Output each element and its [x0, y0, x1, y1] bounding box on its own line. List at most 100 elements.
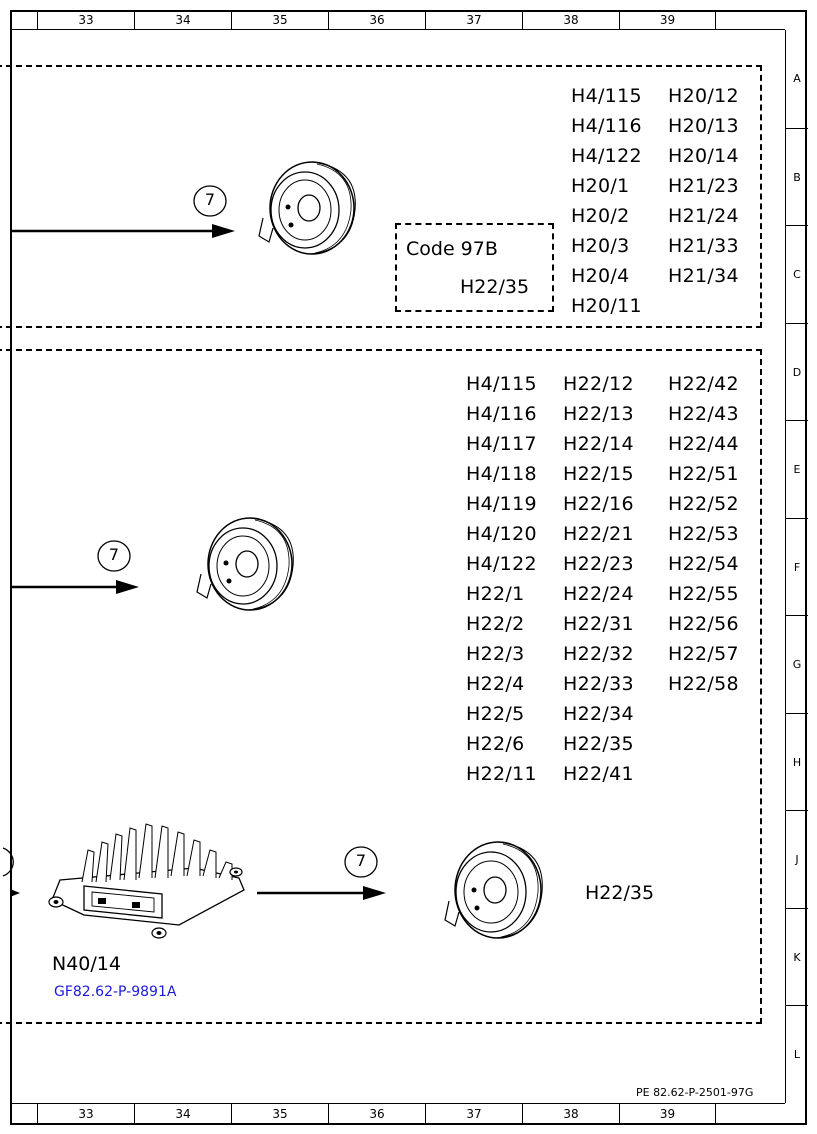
- code-item: H4/117: [466, 433, 537, 455]
- code-item: H22/6: [466, 733, 525, 755]
- code-item: H22/56: [668, 613, 739, 635]
- code-item: H4/120: [466, 523, 537, 545]
- top-section-box: [0, 65, 762, 328]
- bottom-codes-col2: H22/12 H22/13 H22/14 H22/15 H22/16 H22/2…: [563, 369, 634, 789]
- code-option-code: H22/35: [460, 276, 530, 298]
- row-letter: C: [786, 225, 808, 323]
- module-label: N40/14: [52, 953, 121, 975]
- code-item: H4/122: [571, 145, 642, 167]
- code-item: H22/44: [668, 433, 739, 455]
- column-ruler-bottom: 33 34 35 36 37 38 39: [10, 1103, 785, 1125]
- code-item: H22/57: [668, 643, 739, 665]
- code-item: H22/58: [668, 673, 739, 695]
- row-ruler-right: A B C D E F G H J K L: [785, 30, 808, 1103]
- code-item: H22/4: [466, 673, 525, 695]
- code-item: H4/116: [466, 403, 537, 425]
- code-item: H20/12: [668, 85, 739, 107]
- code-item: H22/24: [563, 583, 634, 605]
- callout-number: 7: [355, 851, 367, 870]
- code-item: H22/32: [563, 643, 634, 665]
- column-number: 34: [134, 10, 231, 29]
- code-item: H22/3: [466, 643, 525, 665]
- column-number: 39: [619, 10, 716, 29]
- code-item: H22/33: [563, 673, 634, 695]
- column-number: 37: [425, 10, 522, 29]
- drawing-frame: [10, 10, 807, 1125]
- code-item: H4/116: [571, 115, 642, 137]
- code-item: H22/52: [668, 493, 739, 515]
- code-item: H4/122: [466, 553, 537, 575]
- row-letter: A: [793, 72, 801, 85]
- code-item: H20/13: [668, 115, 739, 137]
- row-letter: J: [786, 810, 808, 908]
- code-option-box: [395, 223, 554, 312]
- row-letter: F: [786, 517, 808, 616]
- code-item: H22/1: [466, 583, 525, 605]
- speaker-icon: [258, 161, 356, 255]
- row-letter: G: [786, 615, 808, 713]
- code-item: H22/16: [563, 493, 634, 515]
- column-number: 37: [425, 1104, 522, 1125]
- callout-7-circle: [193, 185, 227, 217]
- code-item: H22/21: [563, 523, 634, 545]
- code-item: H20/3: [571, 235, 630, 257]
- code-option-title: Code 97B: [406, 238, 498, 260]
- amplifier-module-icon: [48, 823, 245, 939]
- drawing-reference: PE 82.62-P-2501-97G: [636, 1086, 754, 1099]
- code-item: H20/11: [571, 295, 642, 317]
- code-item: H20/14: [668, 145, 739, 167]
- row-letter: B: [786, 127, 808, 226]
- code-item: H21/34: [668, 265, 739, 287]
- module-reference-link[interactable]: GF82.62-P-9891A: [54, 984, 177, 1000]
- column-ruler-top: 33 34 35 36 37 38 39: [10, 10, 785, 30]
- code-item: H22/12: [563, 373, 634, 395]
- callout-number: 7: [108, 545, 120, 564]
- code-item: H21/33: [668, 235, 739, 257]
- code-item: H22/35: [563, 733, 634, 755]
- code-item: H22/34: [563, 703, 634, 725]
- code-item: H22/5: [466, 703, 525, 725]
- code-item: H22/41: [563, 763, 634, 785]
- bottom-section-box: [0, 349, 762, 1024]
- arrow-icon: [10, 889, 20, 897]
- row-letter: D: [786, 322, 808, 421]
- bottom-codes-col3: H22/42 H22/43 H22/44 H22/51 H22/52 H22/5…: [668, 369, 739, 699]
- code-item: H22/2: [466, 613, 525, 635]
- code-item: H4/118: [466, 463, 537, 485]
- arrow-icon: [363, 886, 386, 900]
- code-item: H20/2: [571, 205, 630, 227]
- column-number: 39: [619, 1104, 716, 1125]
- code-item: H22/55: [668, 583, 739, 605]
- row-letter: E: [786, 420, 808, 518]
- column-number: 38: [522, 10, 619, 29]
- row-letter: L: [786, 1005, 808, 1103]
- code-item: H4/115: [466, 373, 537, 395]
- callout-number: 7: [204, 190, 216, 209]
- code-item: H22/15: [563, 463, 634, 485]
- code-item: H20/1: [571, 175, 630, 197]
- code-item: H22/31: [563, 613, 634, 635]
- arrow-icon: [212, 224, 235, 238]
- column-number: 34: [134, 1104, 231, 1125]
- top-codes-col1: H4/115 H4/116 H4/122 H20/1 H20/2 H20/3 H…: [571, 81, 642, 321]
- top-codes-col2: H20/12 H20/13 H20/14 H21/23 H21/24 H21/3…: [668, 81, 739, 291]
- column-number: 38: [522, 1104, 619, 1125]
- row-letter: K: [786, 907, 808, 1006]
- code-item: H4/115: [571, 85, 642, 107]
- code-item: H22/13: [563, 403, 634, 425]
- column-number: 35: [231, 1104, 328, 1125]
- callout-7-circle: [97, 540, 131, 572]
- callout-7-circle: [344, 846, 378, 878]
- code-item: H21/23: [668, 175, 739, 197]
- callout-partial-circle: [2, 847, 14, 877]
- column-number: 36: [328, 1104, 425, 1125]
- row-letter: H: [786, 712, 808, 811]
- bottom-codes-col1: H4/115 H4/116 H4/117 H4/118 H4/119 H4/12…: [466, 369, 537, 789]
- code-item: H22/51: [668, 463, 739, 485]
- column-number: 36: [328, 10, 425, 29]
- arrow-icon: [116, 580, 139, 594]
- code-item: H22/54: [668, 553, 739, 575]
- code-item: H21/24: [668, 205, 739, 227]
- code-item: H20/4: [571, 265, 630, 287]
- code-item: H22/23: [563, 553, 634, 575]
